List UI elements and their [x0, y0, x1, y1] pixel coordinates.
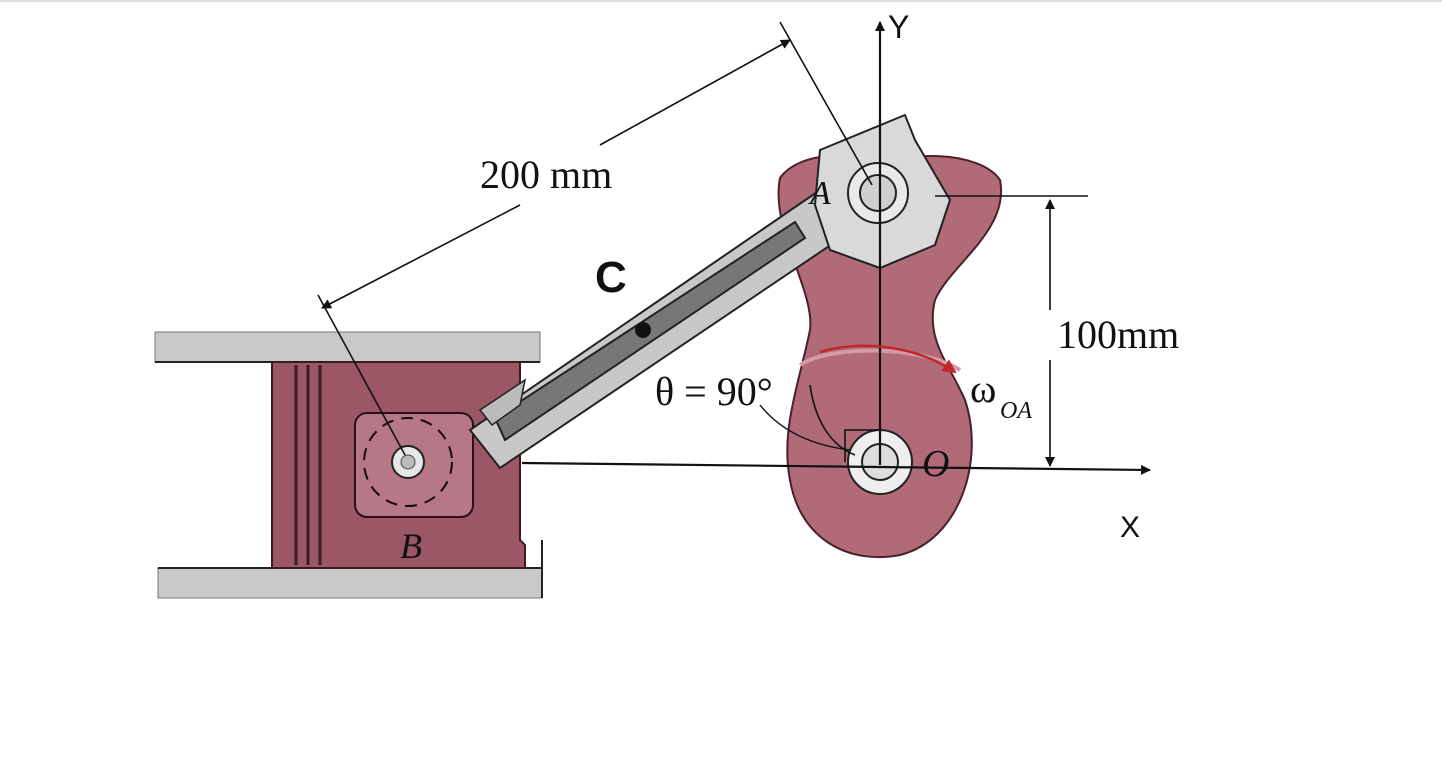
connecting-rod — [468, 188, 852, 470]
label-point-c: C — [595, 253, 627, 302]
label-omega: ω OA — [970, 366, 1032, 424]
label-point-o: O — [922, 443, 949, 485]
dim-200-line-1 — [321, 204, 521, 309]
pin-a — [813, 113, 952, 270]
label-theta: θ = 90° — [655, 369, 773, 414]
label-y-axis: Y — [888, 9, 909, 45]
cylinder-wall-top — [154, 331, 541, 363]
dim-200-extension-a — [779, 21, 873, 186]
theta-arc — [809, 384, 856, 456]
cylinder-wall-bottom — [157, 567, 543, 599]
svg-text:ω: ω — [970, 366, 996, 411]
theta-arc-lower — [759, 404, 851, 451]
label-point-b: B — [400, 526, 422, 566]
x-axis — [521, 461, 1151, 475]
svg-text:OA: OA — [1000, 398, 1032, 424]
label-x-axis: X — [1120, 511, 1140, 544]
omega-arrow — [819, 344, 957, 374]
dim-200-line-2 — [599, 39, 791, 146]
label-point-a: A — [808, 175, 831, 212]
label-100mm: 100mm — [1057, 312, 1179, 357]
dim-200-extension-b — [317, 294, 406, 456]
piston-b — [271, 361, 526, 569]
label-200mm: 200 mm — [480, 152, 612, 197]
right-angle-mark — [844, 429, 878, 462]
